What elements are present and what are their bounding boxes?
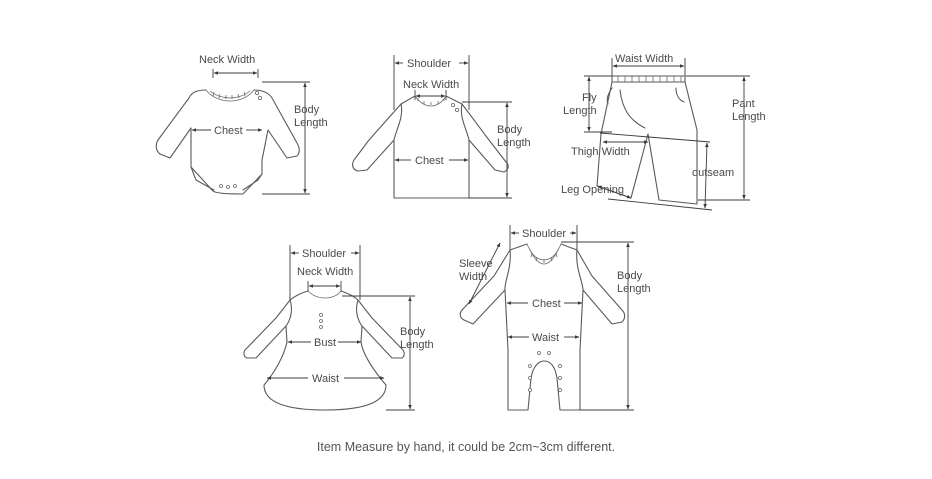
dress-garment xyxy=(243,290,405,411)
pants-garment xyxy=(596,75,698,205)
shirt-length-label: Length xyxy=(497,137,531,149)
pants-leg-opening-label: Leg Opening xyxy=(561,184,624,196)
dress-length-label: Length xyxy=(400,339,434,351)
bodysuit-chest-label: Chest xyxy=(214,125,243,137)
shirt-neck-width-label: Neck Width xyxy=(403,79,459,91)
pants-pant-label: Pant xyxy=(732,98,755,110)
pants-fly-length-label: Length xyxy=(563,105,597,117)
shirt-chest-label: Chest xyxy=(415,155,444,167)
romper-measurements: Shoulder Sleeve Width Chest Waist Body L… xyxy=(459,225,651,411)
dress-measurements: Shoulder Neck Width Bust Waist Body Leng… xyxy=(266,245,434,411)
bodysuit-length-label: Length xyxy=(294,117,328,129)
romper-garment xyxy=(459,243,626,411)
romper-sleeve-label: Sleeve xyxy=(459,258,493,270)
romper-chest-label: Chest xyxy=(532,298,561,310)
romper-waist-label: Waist xyxy=(532,332,559,344)
bodysuit-measurements: Neck Width Chest Body Length xyxy=(191,54,328,195)
shirt-garment xyxy=(352,95,509,199)
bodysuit-neck-width-label: Neck Width xyxy=(199,54,255,66)
pants-waist-width-label: Waist Width xyxy=(615,53,673,65)
pants-outseam-label: outseam xyxy=(692,167,734,179)
shirt-shoulder-label: Shoulder xyxy=(407,58,451,70)
romper-body-label: Body xyxy=(617,270,643,282)
pants-fly-label: Fly xyxy=(582,92,597,104)
measurement-note: Item Measure by hand, it could be 2cm~3c… xyxy=(316,440,616,454)
dress-neck-width-label: Neck Width xyxy=(297,266,353,278)
dress-waist-label: Waist xyxy=(312,373,339,385)
dress-bust-label: Bust xyxy=(314,337,336,349)
romper-length-label: Length xyxy=(617,283,651,295)
bodysuit-garment xyxy=(155,89,300,195)
bodysuit-body-label: Body xyxy=(294,104,320,116)
pants-pant-length-label: Length xyxy=(732,111,766,123)
pants-measurements: Waist Width Fly Length Thigh Width Leg O… xyxy=(561,53,766,211)
romper-width-label: Width xyxy=(459,271,487,283)
shirt-measurements: Shoulder Neck Width Chest Body Length xyxy=(393,55,531,199)
dress-body-label: Body xyxy=(400,326,426,338)
romper-shoulder-label: Shoulder xyxy=(522,228,566,240)
pants-thigh-width-label: Thigh Width xyxy=(571,146,630,158)
dress-shoulder-label: Shoulder xyxy=(302,248,346,260)
shirt-body-label: Body xyxy=(497,124,523,136)
